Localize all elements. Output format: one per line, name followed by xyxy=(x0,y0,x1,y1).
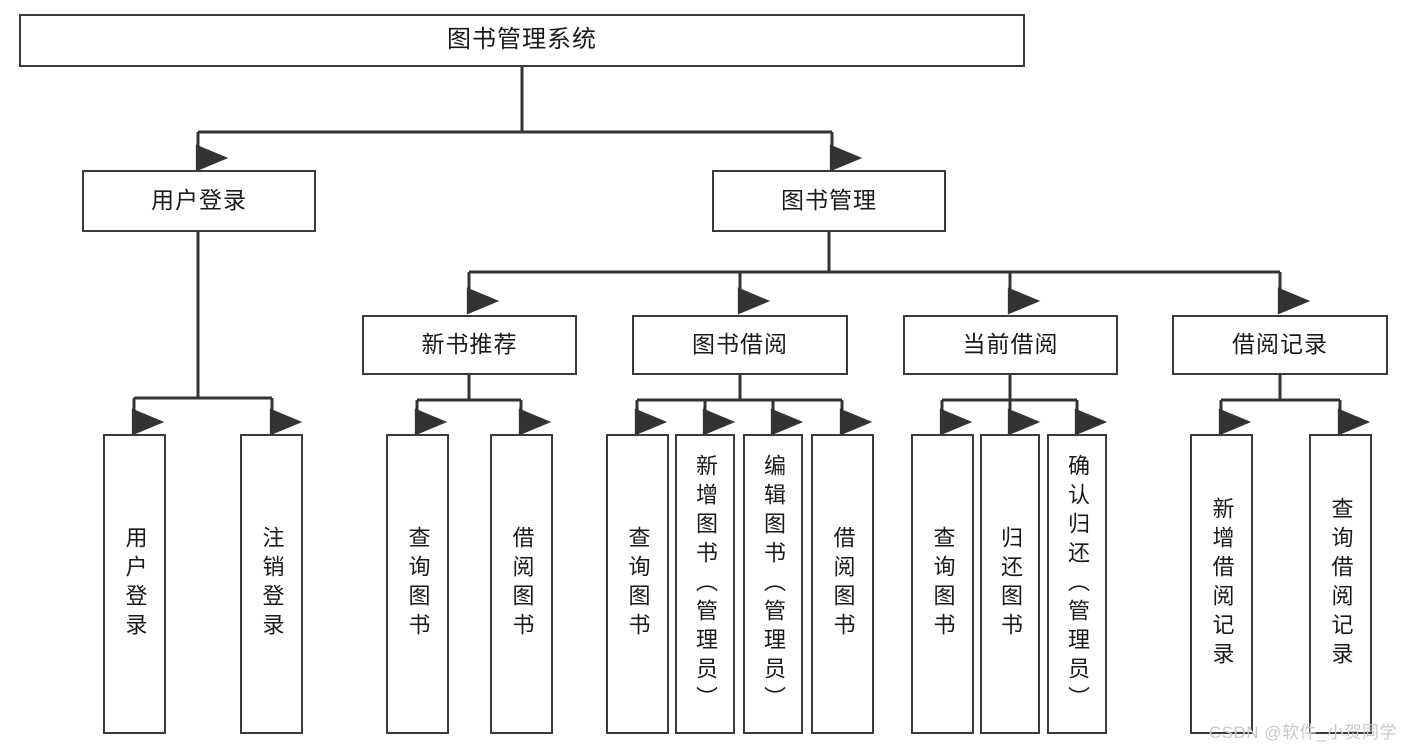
leaf-query-book-new-recommendation[interactable]: 查询图书 xyxy=(386,434,449,734)
node-label: 查询图书 xyxy=(625,526,651,642)
node-label: 借阅图书 xyxy=(509,526,535,642)
leaf-confirm-return-admin[interactable]: 确认归还（管理员） xyxy=(1047,434,1107,734)
leaf-return-book[interactable]: 归还图书 xyxy=(980,434,1040,734)
node-label: 借阅图书 xyxy=(830,526,856,642)
csdn-watermark: CSDN @软件_小贺同学 xyxy=(1208,723,1397,742)
leaf-add-book-admin[interactable]: 新增图书（管理员） xyxy=(675,434,735,734)
node-label: 新书推荐 xyxy=(421,331,518,358)
node-label: 查询借阅记录 xyxy=(1328,497,1354,671)
node-borrowing-records[interactable]: 借阅记录 xyxy=(1172,315,1388,375)
node-label: 编辑图书（管理员） xyxy=(761,453,786,715)
node-label: 查询图书 xyxy=(930,526,956,642)
node-label: 用户登录 xyxy=(151,187,247,214)
node-label: 当前借阅 xyxy=(962,331,1059,358)
node-label: 图书管理 xyxy=(781,187,877,214)
node-label: 用户登录 xyxy=(122,526,148,642)
node-label: 借阅记录 xyxy=(1232,331,1328,358)
node-label: 新增图书（管理员） xyxy=(693,453,718,715)
leaf-logout[interactable]: 注销登录 xyxy=(240,434,303,734)
node-current-borrowing[interactable]: 当前借阅 xyxy=(903,315,1118,375)
node-user-login[interactable]: 用户登录 xyxy=(82,170,316,232)
leaf-add-borrowing-record[interactable]: 新增借阅记录 xyxy=(1190,434,1253,734)
node-book-borrowing[interactable]: 图书借阅 xyxy=(632,315,848,375)
leaf-borrow-book-new-recommendation[interactable]: 借阅图书 xyxy=(490,434,553,734)
leaf-borrow-book-borrowing[interactable]: 借阅图书 xyxy=(811,434,874,734)
node-label: 图书管理系统 xyxy=(447,26,597,54)
leaf-user-login[interactable]: 用户登录 xyxy=(103,434,166,734)
leaf-query-borrowing-record[interactable]: 查询借阅记录 xyxy=(1309,434,1372,734)
node-book-management[interactable]: 图书管理 xyxy=(712,170,946,232)
leaf-edit-book-admin[interactable]: 编辑图书（管理员） xyxy=(743,434,803,734)
node-label: 确认归还（管理员） xyxy=(1065,453,1090,715)
node-label: 归还图书 xyxy=(998,526,1023,642)
node-label: 查询图书 xyxy=(405,526,431,642)
node-new-book-recommendation[interactable]: 新书推荐 xyxy=(362,315,577,375)
node-label: 图书借阅 xyxy=(692,331,788,358)
node-label: 注销登录 xyxy=(259,526,285,642)
leaf-query-book-borrowing[interactable]: 查询图书 xyxy=(606,434,669,734)
leaf-query-book-current-borrowing[interactable]: 查询图书 xyxy=(911,434,974,734)
node-label: 新增借阅记录 xyxy=(1209,497,1235,671)
node-root-book-management-system[interactable]: 图书管理系统 xyxy=(19,14,1025,67)
